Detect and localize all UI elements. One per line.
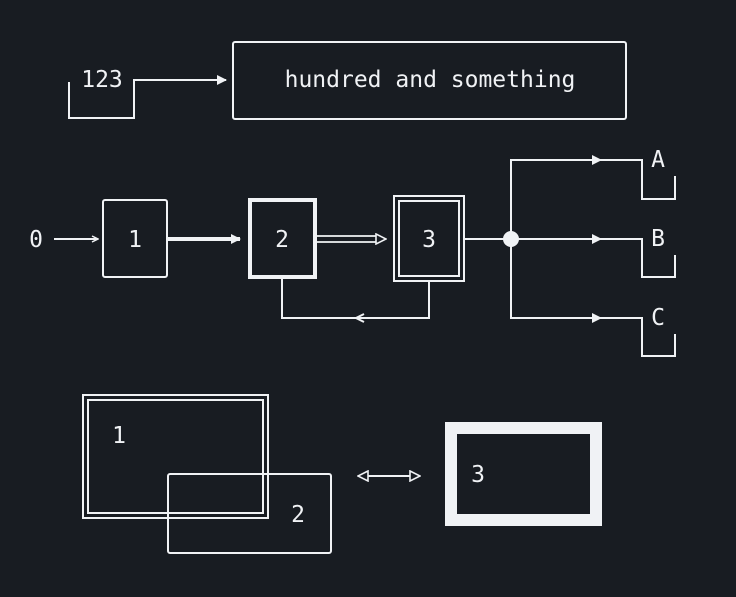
overlap-box-label: 2 (291, 502, 305, 528)
branch-c-label: C (651, 305, 665, 331)
branch-a-label: A (651, 147, 665, 173)
start-label: 0 (29, 227, 43, 253)
box-3-inner (398, 200, 460, 277)
target-box (232, 41, 627, 120)
connector-123-to-box (133, 75, 227, 88)
connector-2-to-3 (317, 235, 376, 243)
branch-c-box (601, 317, 676, 357)
box-3-label: 3 (422, 227, 436, 253)
box-2-label: 2 (275, 227, 289, 253)
junction-dot (503, 231, 519, 247)
double-box-label: 1 (112, 423, 126, 449)
target-label: hundred and something (285, 67, 576, 93)
loopback-3-to-2 (281, 277, 430, 319)
source-label: 123 (81, 67, 123, 93)
branch-b-label: B (651, 226, 665, 252)
overlap-box (167, 473, 332, 554)
branch-b-box (601, 238, 676, 278)
branch-c-line (510, 239, 602, 323)
branch-a-line (510, 155, 602, 239)
thick-box-label: 3 (471, 462, 485, 488)
loopback-arrow (353, 313, 365, 323)
double-box-outer (82, 394, 269, 519)
box-1-label: 1 (128, 227, 142, 253)
thick-box (445, 422, 602, 526)
double-box-inner (87, 399, 264, 514)
source-box (68, 82, 135, 119)
branch-a-box (601, 159, 676, 200)
